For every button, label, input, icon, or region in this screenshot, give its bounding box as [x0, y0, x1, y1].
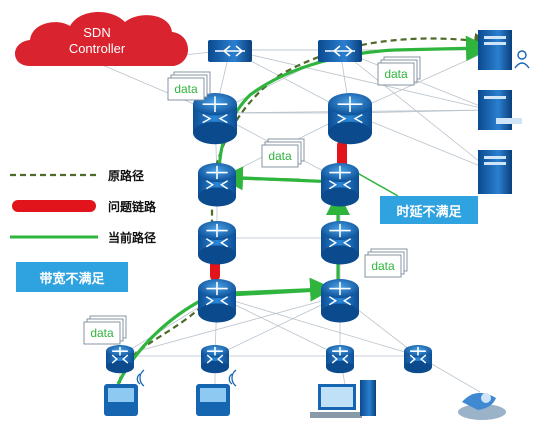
data-packet-label: data — [90, 326, 114, 340]
agg-router-right-3 — [321, 279, 359, 323]
server-2 — [478, 90, 522, 130]
camera-device — [458, 392, 506, 420]
access-router-3 — [326, 345, 354, 374]
agg-router-left-3 — [198, 279, 236, 323]
data-packet-label: data — [268, 149, 292, 163]
current-path-arrow-right — [229, 277, 334, 302]
legend-problem-link-label: 问题链路 — [108, 200, 157, 214]
sdn-controller-label: SDN Controller — [42, 25, 152, 57]
switch-top-2 — [318, 40, 362, 62]
data-packet-label: data — [174, 82, 198, 96]
sdn-controller-label-line1: SDN — [83, 25, 111, 40]
access-router-4 — [404, 345, 432, 374]
agg-router-left-1 — [198, 163, 236, 207]
sdn-controller-cloud — [15, 11, 189, 66]
data-packet: data — [377, 56, 421, 86]
bandwidth-callout: 带宽不满足 — [16, 262, 128, 292]
server-user-icon — [514, 50, 530, 69]
terminal-device-2 — [196, 369, 237, 416]
data-packet: data — [83, 315, 127, 345]
access-router-1 — [106, 345, 134, 374]
agg-router-right-1 — [321, 163, 359, 207]
core-router-right — [328, 93, 372, 145]
latency-pointer-line — [351, 169, 399, 197]
problem-link-latency — [337, 140, 347, 170]
latency-callout: 时延不满足 — [380, 196, 478, 224]
current-path-arrow-left — [219, 166, 301, 191]
data-packet-label: data — [371, 259, 395, 273]
agg-router-left-2 — [198, 221, 236, 265]
server-1 — [478, 30, 512, 70]
access-router-2 — [201, 345, 229, 374]
sdn-controller-label-line2: Controller — [68, 41, 126, 56]
data-packet: data — [167, 71, 211, 101]
server-3 — [478, 150, 512, 194]
agg-router-right-2 — [321, 221, 359, 265]
terminal-device-1 — [104, 369, 145, 416]
desktop-computer — [310, 380, 376, 418]
data-packet: data — [261, 138, 305, 168]
legend-problem-link-swatch — [12, 200, 96, 212]
legend-current-path-label: 当前路径 — [108, 231, 157, 245]
core-router-left — [193, 93, 237, 145]
data-packet: data — [364, 248, 408, 278]
switch-top-1 — [208, 40, 252, 62]
data-packet-label: data — [384, 67, 408, 81]
legend-original-path-label: 原路径 — [108, 169, 145, 183]
